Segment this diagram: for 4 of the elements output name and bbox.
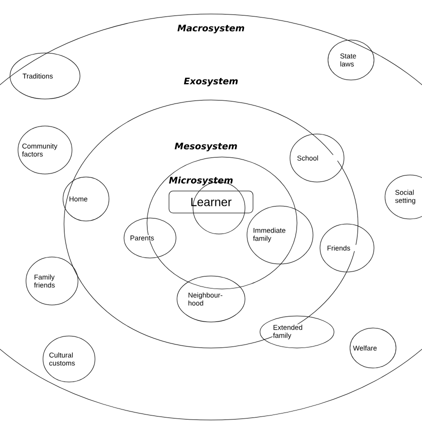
node-label: Mesosystem (174, 142, 237, 152)
learner-box: Learner (168, 190, 254, 214)
system-label: Microsystem (169, 176, 233, 186)
node-label: Exosystem (184, 78, 238, 86)
